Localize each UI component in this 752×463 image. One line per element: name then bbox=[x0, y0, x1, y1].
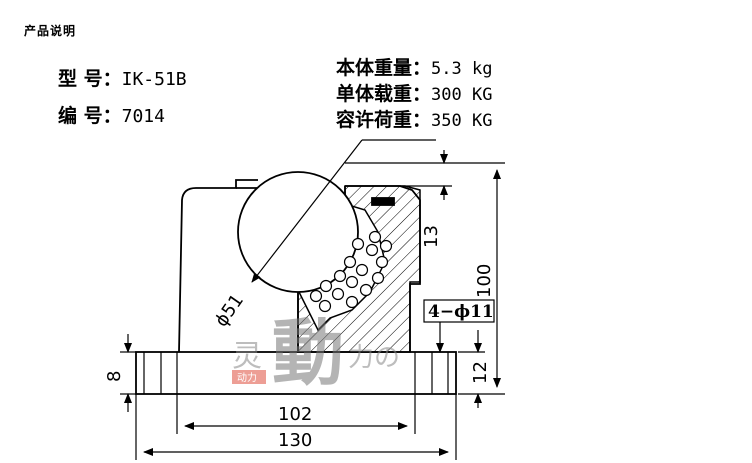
base-flange bbox=[135, 351, 457, 395]
left-flange-label: 8 bbox=[104, 371, 125, 382]
unit-load-value: 300 KG bbox=[431, 85, 493, 105]
weight-specs: 本体重量：5.3 kg 单体载重：300 KG 容许荷重：350 KG bbox=[336, 56, 492, 134]
top-height-label: 13 bbox=[421, 225, 442, 248]
page-header: 产品说明 bbox=[24, 24, 77, 38]
support-balls bbox=[309, 230, 393, 313]
watermark-stamp-text: 动力 bbox=[237, 371, 257, 384]
allow-load-label: 容许荷重： bbox=[336, 109, 432, 131]
base-width-dim bbox=[135, 394, 457, 460]
body-weight-label: 本体重量： bbox=[336, 57, 432, 79]
right-flange-label: 12 bbox=[470, 361, 491, 384]
hole-span-dim bbox=[176, 394, 416, 434]
watermark: 灵 動 力の 动力 bbox=[232, 310, 400, 395]
code-value: 7014 bbox=[121, 106, 165, 127]
ball-dia-label: ϕ51 bbox=[211, 290, 248, 331]
hole-note-label: 4−ϕ11 bbox=[428, 302, 494, 322]
watermark-big-char: 動 bbox=[272, 310, 344, 395]
model-label: 型 号： bbox=[58, 68, 122, 90]
total-height-label: 100 bbox=[474, 264, 495, 298]
unit-load-row: 单体载重：300 KG bbox=[336, 82, 492, 108]
base-width-label: 130 bbox=[278, 430, 312, 451]
allow-load-row: 容许荷重：350 KG bbox=[336, 108, 492, 134]
code-label: 编 号： bbox=[58, 105, 122, 127]
top-height-dim bbox=[345, 150, 452, 200]
watermark-side-char: 灵 bbox=[232, 339, 262, 374]
code-spec: 编 号：7014 bbox=[58, 101, 165, 128]
allow-load-value: 350 KG bbox=[431, 111, 493, 131]
watermark-text: 力の bbox=[348, 343, 400, 373]
body-weight-value: 5.3 kg bbox=[431, 59, 493, 79]
model-value: IK-51B bbox=[121, 69, 187, 90]
unit-load-label: 单体载重： bbox=[336, 83, 432, 105]
hole-note bbox=[423, 299, 495, 353]
body-weight-row: 本体重量：5.3 kg bbox=[336, 56, 492, 82]
watermark-stamp bbox=[232, 370, 266, 384]
hole-span-label: 102 bbox=[278, 404, 312, 425]
ball-dia-leader bbox=[251, 139, 436, 283]
model-spec: 型 号：IK-51B bbox=[58, 64, 187, 91]
right-flange-dim bbox=[458, 330, 485, 408]
left-flange-dim bbox=[120, 334, 136, 412]
